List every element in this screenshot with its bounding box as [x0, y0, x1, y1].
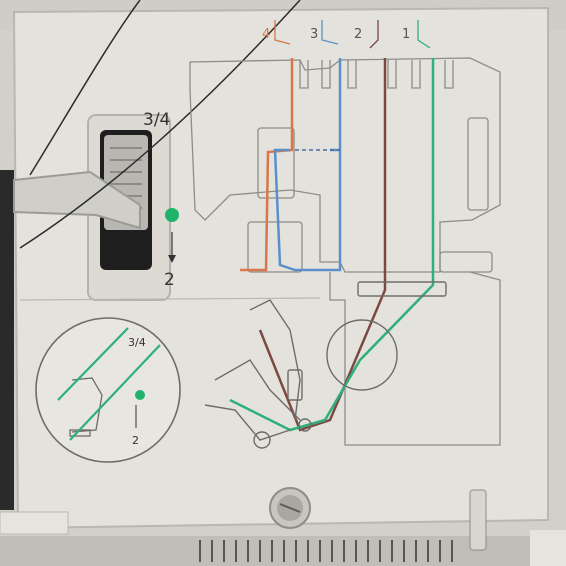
- thread-2-path: [258, 58, 387, 432]
- thread-number-3: 3: [310, 27, 318, 42]
- left-gap: [0, 170, 14, 510]
- machine-outline: [189, 57, 501, 446]
- top-entry-marks: [274, 20, 431, 49]
- thread-number-4: 4: [262, 27, 270, 42]
- thread-1-path: [229, 58, 435, 432]
- bottom-left-plate: [0, 511, 69, 535]
- panel-divider: [19, 297, 321, 301]
- dial-label-upper: 3/4: [143, 110, 170, 130]
- bottom-right-plate: [530, 530, 566, 566]
- thread-4-path: [240, 58, 294, 272]
- presser-lever: [13, 170, 141, 230]
- screw-slot: [279, 503, 301, 513]
- inset-circle: [35, 317, 181, 463]
- black-thread-2: [19, 0, 301, 249]
- inset-marker-dot: [135, 390, 145, 400]
- top-thread-guides: [299, 60, 454, 89]
- dial-marker-dot: [165, 208, 179, 222]
- inset-label-upper: 3/4: [128, 336, 146, 349]
- looper-mechanism: [204, 281, 447, 449]
- thread-number-1: 1: [402, 27, 410, 42]
- right-post: [469, 489, 487, 551]
- inset-thread-lines: [57, 327, 161, 441]
- feed-dog-teeth: [199, 540, 453, 562]
- thread-number-2: 2: [354, 27, 362, 42]
- inset-label-lower: 2: [132, 434, 139, 447]
- black-thread-1: [29, 0, 141, 176]
- dial-label-lower: 2: [164, 270, 175, 290]
- arrow-down-icon-head: [168, 255, 176, 263]
